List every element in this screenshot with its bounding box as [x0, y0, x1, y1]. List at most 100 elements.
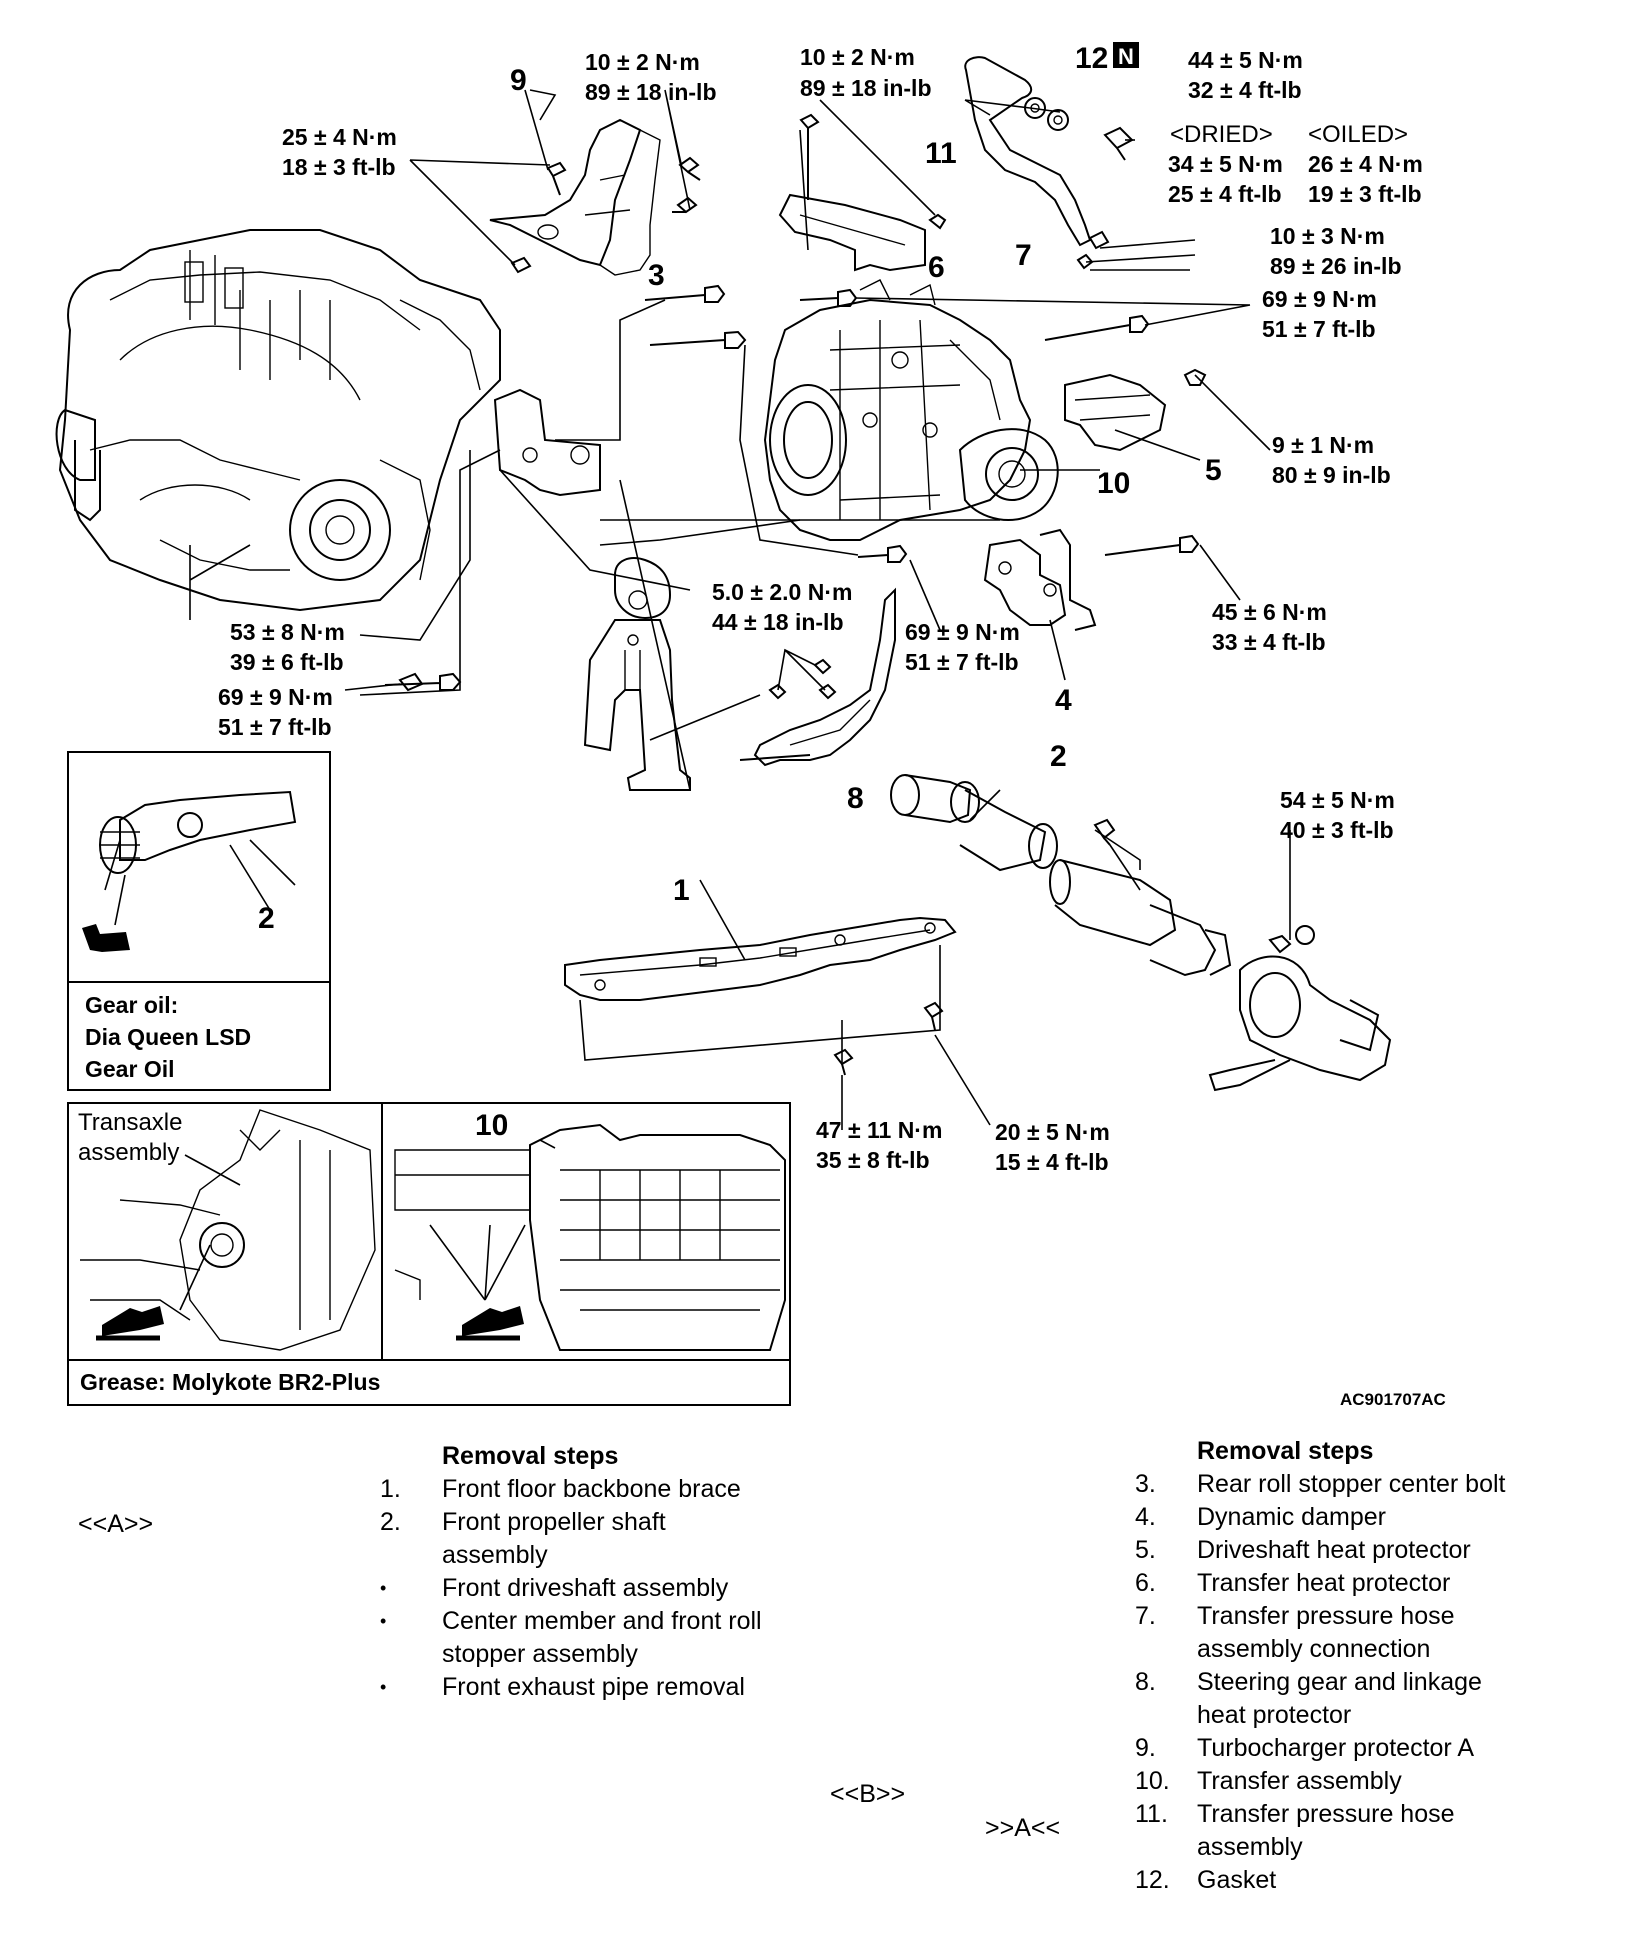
- callout-2-gear-oil: 2: [258, 902, 275, 935]
- transfer-pressure-hose: [964, 56, 1134, 270]
- callout-11: 11: [925, 137, 957, 170]
- torque-1a-ftlb: 35 ± 8 ft-lb: [816, 1147, 930, 1173]
- tag-a-left: <<A>>: [78, 1510, 154, 1538]
- step-item: 12. Gasket: [1135, 1866, 1277, 1894]
- turbocharger-protector-a: [489, 118, 661, 276]
- figure-reference: AC901707AC: [1340, 1390, 1446, 1409]
- torque-1a-nm: 47 ± 11 N·m: [816, 1117, 942, 1143]
- driveshaft-heat-protector: [1064, 373, 1167, 452]
- transfer-assembly: [763, 279, 1059, 541]
- torque-dried-nm: 34 ± 5 N·m: [1168, 151, 1283, 177]
- label-oiled: <OILED>: [1308, 121, 1408, 148]
- torque-dried-ftlb: 25 ± 4 ft-lb: [1168, 181, 1282, 207]
- torque-5-nm: 9 ± 1 N·m: [1272, 432, 1374, 458]
- torque-69c-nm: 69 ± 9 N·m: [905, 619, 1020, 645]
- torque-53-nm: 53 ± 8 N·m: [230, 619, 345, 645]
- torque-6-nm: 10 ± 2 N·m: [800, 44, 915, 70]
- callout-2-main: 2: [1050, 740, 1067, 773]
- torque-51c-ftlb: 51 ± 7 ft-lb: [905, 649, 1019, 675]
- torque-2-nm: 54 ± 5 N·m: [1280, 787, 1395, 813]
- step-item: 1. Front floor backbone brace: [380, 1475, 741, 1503]
- step-item: • Center member and front roll stopper a…: [380, 1607, 762, 1668]
- torque-2-ftlb: 40 ± 3 ft-lb: [1280, 817, 1394, 843]
- torque-8-inlb: 44 ± 18 in-lb: [712, 609, 844, 635]
- bolts-part-9: [510, 156, 701, 274]
- callout-1: 1: [673, 874, 690, 907]
- dynamic-damper: [983, 528, 1097, 631]
- torque-12-ftlb: 32 ± 4 ft-lb: [1188, 77, 1302, 103]
- rear-roll-stopper-bracket: [493, 388, 601, 497]
- callout-7: 7: [1015, 239, 1032, 272]
- step-item: 4. Dynamic damper: [1135, 1503, 1386, 1531]
- grease-gun-icon-left: [102, 1306, 164, 1336]
- step-item: 5. Driveshaft heat protector: [1135, 1536, 1471, 1564]
- misc-bolts: [384, 284, 811, 761]
- step-item: • Front driveshaft assembly: [380, 1574, 729, 1602]
- callout-10: 10: [1097, 467, 1130, 500]
- callout-12-badge: N: [1118, 44, 1134, 69]
- front-propeller-shaft: [890, 774, 1392, 1092]
- tag-b: <<B>>: [830, 1780, 906, 1808]
- exploded-diagram: 9 3 6 11 7 12 N 5 10 4 2 8 1 10 ± 2 N·m …: [55, 42, 1423, 1406]
- torque-9b-nm: 25 ± 4 N·m: [282, 124, 397, 150]
- removal-steps-right: Removal steps 3. Rear roll stopper cente…: [1135, 1435, 1605, 1897]
- step-item: 2. Front propeller shaft assembly: [380, 1508, 666, 1569]
- transfer-bolts: [649, 288, 1207, 563]
- torque-6-inlb: 89 ± 18 in-lb: [800, 75, 932, 101]
- callout-4: 4: [1055, 684, 1072, 717]
- step-item: 11. Transfer pressure hose assembly: [1135, 1800, 1455, 1861]
- step-item: 6. Transfer heat protector: [1135, 1569, 1451, 1597]
- oil-can-icon: [82, 924, 130, 952]
- tag-a-install: >>A<<: [985, 1814, 1061, 1842]
- torque-9b-ftlb: 18 ± 3 ft-lb: [282, 154, 396, 180]
- callout-3: 3: [648, 259, 665, 292]
- leader-lines: [104, 89, 1291, 1130]
- torque-12-nm: 44 ± 5 N·m: [1188, 47, 1303, 73]
- torque-5-inlb: 80 ± 9 in-lb: [1272, 462, 1391, 488]
- torque-9-inlb: 89 ± 18 in-lb: [585, 79, 717, 105]
- torque-oiled-nm: 26 ± 4 N·m: [1308, 151, 1423, 177]
- callout-12-badge-box: [1113, 42, 1139, 68]
- callout-9: 9: [510, 64, 527, 97]
- front-floor-backbone-brace: [564, 916, 957, 1001]
- torque-10-ftlb: 51 ± 7 ft-lb: [1262, 316, 1376, 342]
- step-item: 10. Transfer assembly: [1135, 1767, 1402, 1795]
- transaxle-assembly: [55, 229, 501, 612]
- transaxle-label-line1: Transaxle: [78, 1109, 182, 1136]
- torque-8-nm: 5.0 ± 2.0 N·m: [712, 579, 852, 605]
- gear-oil-box: 2 Gear oil: Dia Queen LSD Gear Oil: [67, 751, 331, 1091]
- torque-oiled-ftlb: 19 ± 3 ft-lb: [1308, 181, 1422, 207]
- bolts-part-1: [833, 1001, 944, 1076]
- removal-steps-left: Removal steps 1. Front floor backbone br…: [380, 1440, 800, 1704]
- removal-steps-left-header: Removal steps: [442, 1442, 619, 1470]
- grease-box: Transaxle assembly 10 Grease: Molykote B…: [67, 1102, 791, 1406]
- rear-roll-stopper: [583, 557, 691, 791]
- torque-4-ftlb: 33 ± 4 ft-lb: [1212, 629, 1326, 655]
- torque-51b-ftlb: 51 ± 7 ft-lb: [218, 714, 332, 740]
- transaxle-label-line2: assembly: [78, 1139, 179, 1166]
- torque-10-nm: 69 ± 9 N·m: [1262, 286, 1377, 312]
- grease-gun-icon-right: [462, 1306, 524, 1336]
- step-item: 3. Rear roll stopper center bolt: [1135, 1470, 1506, 1498]
- torque-4-nm: 45 ± 6 N·m: [1212, 599, 1327, 625]
- torque-7-inlb: 89 ± 26 in-lb: [1270, 253, 1402, 279]
- torque-1b-ftlb: 15 ± 4 ft-lb: [995, 1149, 1109, 1175]
- steering-gear-heat-protector: [753, 587, 896, 767]
- callout-6: 6: [928, 251, 945, 284]
- step-item: 8. Steering gear and linkage heat protec…: [1135, 1668, 1482, 1729]
- callout-12: 12: [1075, 42, 1108, 75]
- removal-steps-right-header: Removal steps: [1197, 1437, 1374, 1465]
- torque-69b-nm: 69 ± 9 N·m: [218, 684, 333, 710]
- step-item: 9. Turbocharger protector A: [1135, 1734, 1474, 1762]
- callout-5: 5: [1205, 454, 1222, 487]
- transfer-heat-protector: [778, 113, 947, 272]
- torque-9-nm: 10 ± 2 N·m: [585, 49, 700, 75]
- step-item: • Front exhaust pipe removal: [380, 1673, 745, 1701]
- step-item: 7. Transfer pressure hose assembly conne…: [1135, 1602, 1455, 1663]
- gear-oil-line1: Gear oil:: [85, 992, 178, 1018]
- callout-8: 8: [847, 782, 864, 815]
- callout-10-inset: 10: [475, 1109, 508, 1142]
- label-dried: <DRIED>: [1170, 121, 1273, 148]
- gear-oil-line2: Dia Queen LSD: [85, 1024, 251, 1050]
- torque-39-ftlb: 39 ± 6 ft-lb: [230, 649, 344, 675]
